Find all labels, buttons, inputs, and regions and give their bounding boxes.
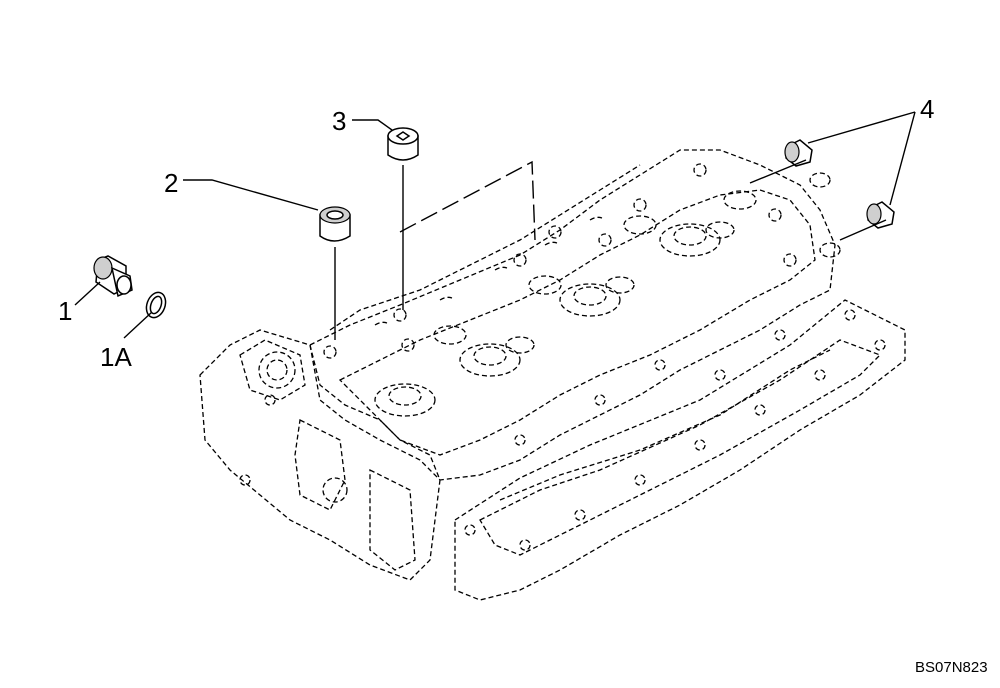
callout-4: 4: [920, 94, 934, 124]
part-4-plug-upper: [784, 139, 813, 167]
part-3-plug: [387, 127, 419, 161]
part-2-sleeve: [319, 206, 351, 242]
part-1-plug: [93, 255, 133, 298]
valve-pockets: [374, 190, 757, 417]
callout-1: 1: [58, 296, 72, 326]
callout-1a: 1A: [100, 342, 132, 372]
part-4-plug-lower: [866, 201, 895, 229]
part-1a-washer: [145, 291, 167, 319]
callout-3: 3: [332, 106, 346, 136]
bolt-bosses: [239, 163, 886, 551]
callout-2: 2: [164, 168, 178, 198]
cylinder-head: [199, 149, 906, 601]
drawing-reference: BS07N823: [915, 659, 988, 676]
leader-lines: [74, 111, 916, 340]
